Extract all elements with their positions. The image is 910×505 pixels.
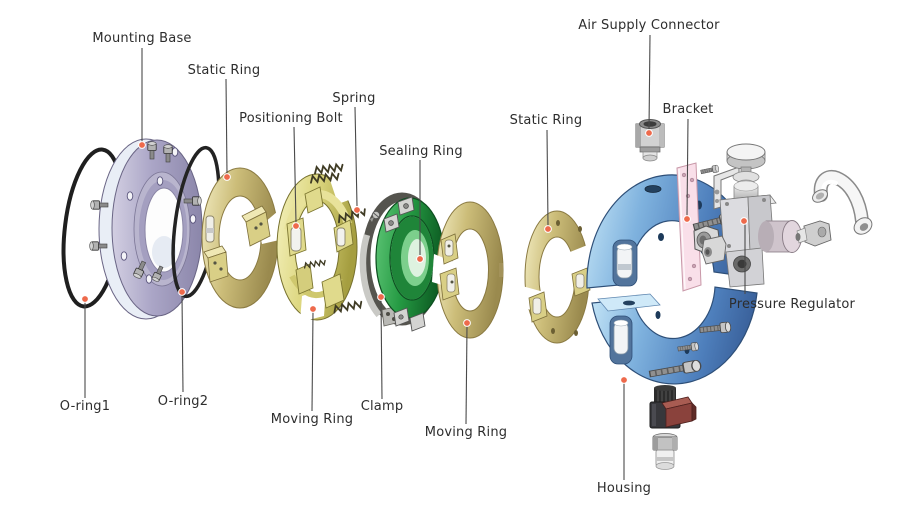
callout-dot [223,173,231,181]
callout-o-ring2: O-ring2 [158,288,208,409]
callout-dot [81,295,89,303]
callout-bracket: Bracket [663,102,714,223]
part-moving-ring-1 [276,159,368,322]
part-sealing-ring-and-clamp [359,192,445,332]
label-static-ring-2: Static Ring [510,113,583,128]
callout-mounting-base: Mounting Base [92,31,191,149]
callout-dot [645,129,653,137]
part-pressure-regulator [701,143,802,288]
callout-dot [463,319,471,327]
callout-dot [309,305,317,313]
part-bracket [676,162,702,292]
flange-holes [120,147,197,284]
callout-dot [683,215,691,223]
label-clamp: Clamp [361,399,404,414]
label-housing: Housing [597,481,651,496]
label-moving-ring-1: Moving Ring [271,412,353,427]
callout-dot [178,288,186,296]
callout-sealing-ring: Sealing Ring [379,144,463,263]
label-sealing-ring: Sealing Ring [379,144,463,159]
callout-clamp: Clamp [361,293,404,414]
part-elbow-tube [812,170,873,235]
callout-dot [353,206,361,214]
callout-dot [416,255,424,263]
callout-dot [544,225,552,233]
outlet-fitting [652,433,678,470]
label-static-ring-1: Static Ring [188,63,261,78]
label-moving-ring-2: Moving Ring [425,425,507,440]
callout-moving-ring-2: Moving Ring [425,319,507,440]
callout-dot [740,217,748,225]
part-moving-ring-2 [432,201,504,339]
callout-dot [292,222,300,230]
loose-screw-icon [370,210,380,222]
label-bracket: Bracket [663,102,714,117]
label-positioning-bolt: Positioning Bolt [239,111,343,126]
label-air-supply-connector: Air Supply Connector [578,18,720,33]
callout-positioning-bolt: Positioning Bolt [239,111,343,230]
callouts: Mounting Base Static Ring Positioning Bo… [60,18,856,496]
valve-handle [661,396,697,428]
part-drain-valve [649,385,697,470]
label-o-ring2: O-ring2 [158,394,208,409]
positioning-bolt-pin [290,226,302,252]
part-air-supply-connector [635,119,665,162]
callout-dot [620,376,628,384]
callout-o-ring1: O-ring1 [60,295,110,414]
callout-air-supply-connector: Air Supply Connector [578,18,720,137]
callout-static-ring-2: Static Ring [510,113,583,233]
callout-static-ring-1: Static Ring [188,63,261,181]
callout-pressure-regulator: Pressure Regulator [729,217,856,312]
callout-moving-ring-1: Moving Ring [271,305,353,427]
part-static-ring-2 [520,210,592,344]
callout-dot [377,293,385,301]
callout-housing: Housing [597,376,651,496]
label-pressure-regulator: Pressure Regulator [729,297,856,312]
label-o-ring1: O-ring1 [60,399,110,414]
label-spring: Spring [332,91,375,106]
part-small-fitting [795,220,832,247]
part-static-ring-1 [201,167,288,309]
callout-spring: Spring [332,91,375,214]
callout-dot [138,141,146,149]
label-mounting-base: Mounting Base [92,31,191,46]
